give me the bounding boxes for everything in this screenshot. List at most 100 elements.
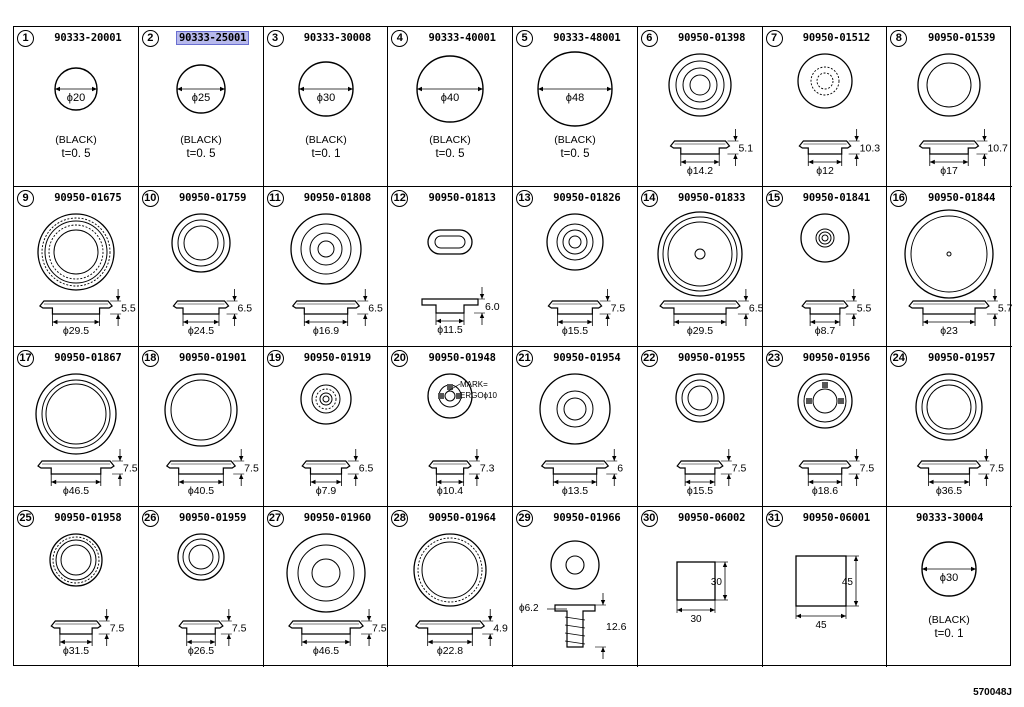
arrow-head [238,474,244,479]
part-number[interactable]: 90333-30004 [889,512,1010,524]
part-number[interactable]: 90950-01539 [913,32,1010,44]
part-number[interactable]: 90333-20001 [40,32,136,44]
part-number[interactable]: 90950-01958 [40,512,136,524]
part-number[interactable]: 90950-01954 [539,352,635,364]
part-number[interactable]: 90333-48001 [539,32,635,44]
part-number[interactable]: 90950-06002 [664,512,760,524]
part-drawing: ϕ15.57.5 [546,213,625,337]
part-number[interactable]: 90950-01826 [539,192,635,204]
arrow-head [984,474,989,479]
arrow-head [52,319,58,325]
top-view-ring [41,379,111,449]
part-number[interactable]: 90950-01959 [165,512,261,524]
diameter-label: ϕ18.6 [811,485,837,497]
height-label: 7.5 [244,463,259,475]
top-view-ring [171,213,231,273]
part-number-text: 90950-01867 [54,352,122,364]
part-number[interactable]: 90950-01964 [414,512,510,524]
arrow-head [982,136,987,141]
part-number[interactable]: 90950-01966 [539,512,635,524]
top-view-ring [921,379,977,435]
diameter-label: ϕ30 [940,572,958,584]
top-view-ring [550,540,600,590]
color-label: (BLACK) [554,134,595,146]
top-view-ring [675,373,725,423]
thickness-label: t=0. 5 [436,148,465,160]
part-number[interactable]: 90333-30008 [290,32,386,44]
part-number[interactable]: 90333-40001 [414,32,510,44]
part-drawing: ϕ13.56 [539,373,623,497]
side-label: 45 [841,577,853,588]
part-number[interactable]: 90950-01398 [664,32,760,44]
part-number[interactable]: 90950-01833 [664,192,760,204]
part-number[interactable]: 90950-01956 [789,352,885,364]
arrow-head [673,319,679,325]
mark-label: MARK= [460,380,488,389]
arrow-head [226,634,231,639]
height-label: 7.5 [859,463,874,475]
part-number[interactable]: 90950-01960 [290,512,386,524]
side-profile [178,620,224,635]
part-number[interactable]: 90950-01808 [290,192,386,204]
top-view-ring [311,558,340,588]
arrow-head [795,613,801,619]
part-number-text: 90950-01833 [677,192,746,204]
arrow-head [853,474,859,479]
part-number[interactable]: 90950-01841 [789,192,885,204]
arrow-head [600,600,606,605]
part-number[interactable]: 90950-01955 [664,352,760,364]
part-drawing: ϕ31.57.5 [49,533,124,657]
part-number[interactable]: 90950-01675 [40,192,136,204]
part-number-text: 90950-06002 [677,512,746,524]
top-view-ring [904,209,994,299]
part-index-badge: 22 [640,350,658,367]
part-number[interactable]: 90950-01948 [414,352,510,364]
part-number[interactable]: 90950-01957 [913,352,1010,364]
part-number[interactable]: 90950-01867 [40,352,136,364]
thickness-label: t=0. 1 [935,628,964,640]
part-number[interactable]: 90950-01919 [290,352,386,364]
part-number[interactable]: 90950-01813 [414,192,510,204]
part-number[interactable]: 90950-01844 [913,192,1010,204]
part-number[interactable]: 90950-06001 [789,512,885,524]
part-number-text: 90950-01901 [178,352,247,364]
side-profile [676,460,724,475]
top-view-ring [687,385,713,411]
part-number[interactable]: 90950-01901 [165,352,261,364]
part-number[interactable]: 90950-01512 [789,32,885,44]
part-number[interactable]: 90950-01759 [165,192,261,204]
part-number[interactable]: 90333-25001 [165,31,261,45]
